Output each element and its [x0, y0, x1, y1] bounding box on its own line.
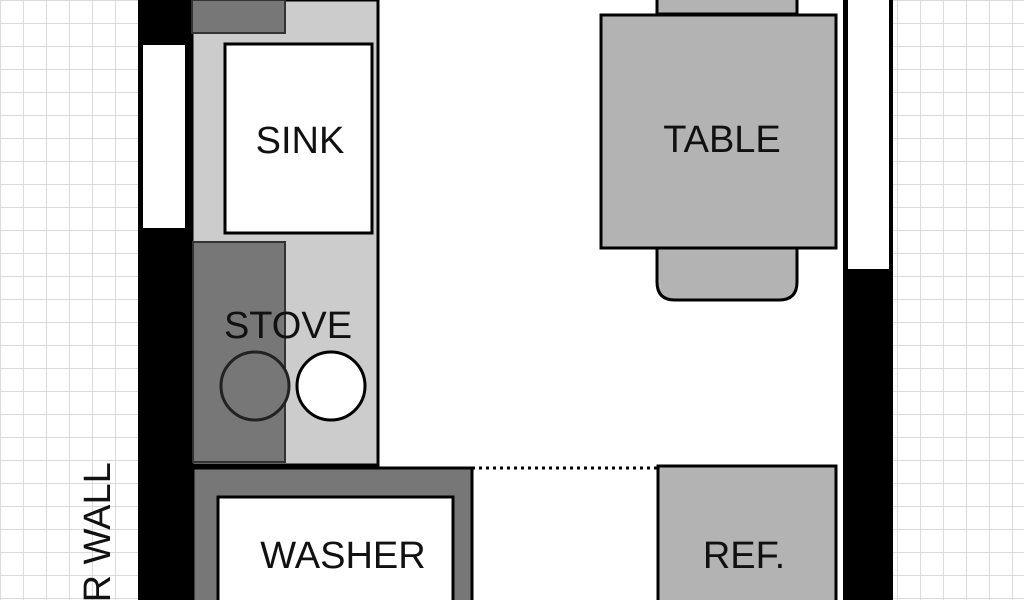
grid-right — [893, 0, 1024, 600]
burner-light — [295, 350, 367, 422]
washer-label: WASHER — [260, 535, 425, 577]
sink-label: SINK — [256, 120, 345, 162]
stove: STOVE — [192, 241, 367, 463]
washer: WASHER — [191, 466, 474, 600]
left-window — [143, 45, 185, 228]
sink: SINK — [223, 42, 374, 235]
refrigerator: REF. — [656, 464, 838, 600]
table — [599, 13, 838, 250]
outer-wall-label: ER WALL — [77, 462, 119, 600]
grid-left — [0, 0, 138, 600]
table-label: TABLE — [663, 119, 781, 161]
stove-label: STOVE — [224, 305, 352, 347]
refrigerator-label: REF. — [703, 535, 785, 577]
right-window — [848, 0, 889, 269]
chair-bottom — [655, 246, 799, 302]
chair-top — [655, 0, 799, 16]
counter-top-block — [191, 0, 286, 34]
dining-set: TABLE — [599, 0, 838, 302]
burner-dark — [219, 350, 291, 422]
